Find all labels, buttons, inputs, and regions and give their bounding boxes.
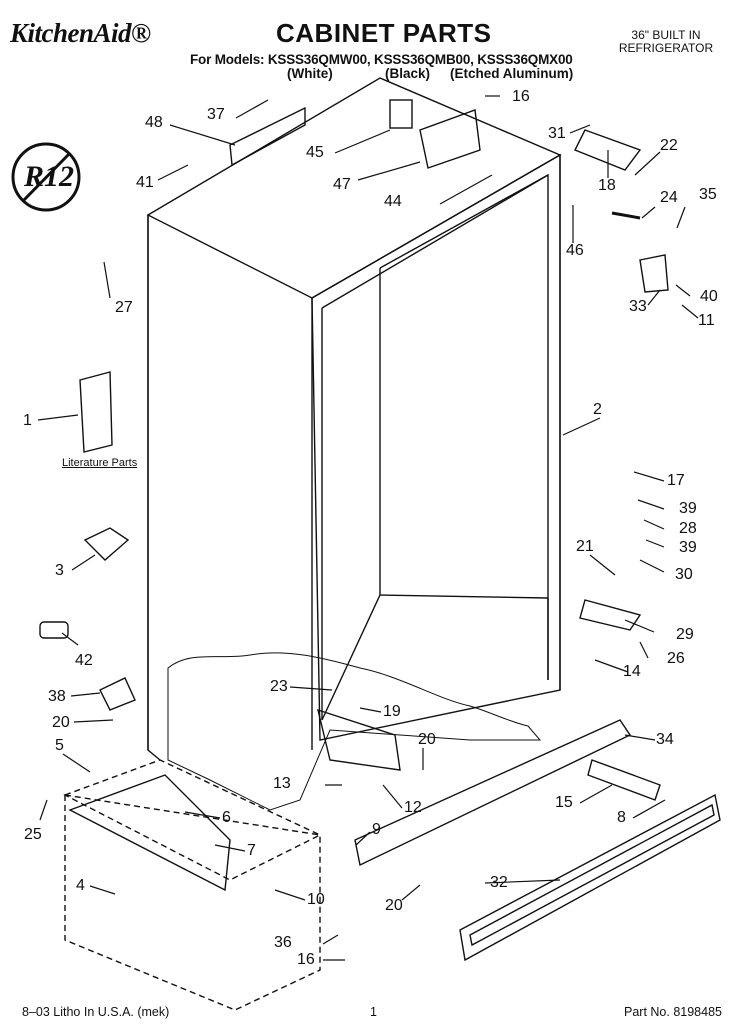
callout-16b: 16 [297,951,315,968]
grille-34 [354,719,632,867]
callout-44: 44 [384,193,402,210]
hinge-29 [579,599,642,631]
callout-35: 35 [699,186,717,203]
callout-20b: 20 [418,731,436,748]
callout-14: 14 [623,663,641,680]
hinge-plate-top [574,129,642,171]
callout-32: 32 [490,874,508,891]
callout-45: 45 [306,144,324,161]
callout-11: 11 [698,312,715,329]
callout-18: 18 [598,177,616,194]
callout-24: 24 [660,189,678,206]
variant-white: (White) [287,66,333,81]
callout-17: 17 [667,472,685,489]
callout-33: 33 [629,298,647,315]
callout-12: 12 [404,799,422,816]
callout-4: 4 [76,877,85,894]
callout-1: 1 [23,412,32,429]
variant-aluminum: (Etched Aluminum) [450,66,574,81]
base-frame-5 [63,759,322,881]
variant-black: (Black) [385,66,431,81]
bracket-33 [639,254,669,293]
callout-3: 3 [55,562,64,579]
callout-28: 28 [679,520,697,537]
kickplate-32 [459,793,721,962]
callout-7: 7 [247,842,256,859]
callout-40: 40 [700,288,718,305]
duct-12 [317,708,401,771]
callout-2: 2 [593,401,602,418]
callout-20a: 20 [52,714,70,731]
page-title: CABINET PARTS [276,18,492,48]
callout-46: 46 [566,242,584,259]
product-type-line1: 36" BUILT IN [631,28,701,42]
clip-3 [83,527,130,561]
callout-16a: 16 [512,88,530,105]
footer-part-number: Part No. 8198485 [624,1005,722,1019]
callout-41: 41 [136,174,154,191]
callout-22: 22 [660,137,678,154]
models-line: For Models: KSSS36QMW00, KSSS36QMB00, KS… [190,52,573,67]
callout-6: 6 [222,809,231,826]
callout-42: 42 [75,652,93,669]
callout-39b: 39 [679,539,697,556]
literature-booklet [79,371,113,453]
callout-36: 36 [274,934,292,951]
cabinet-shell [146,77,562,761]
callout-13: 13 [273,775,291,792]
literature-parts-label: Literature Parts [62,457,138,469]
callout-23: 23 [270,678,288,695]
callout-48: 48 [145,114,163,131]
callout-15: 15 [555,794,573,811]
callout-26: 26 [667,650,685,667]
callout-21: 21 [576,538,594,555]
callout-27: 27 [115,299,133,316]
footer-page-number: 1 [370,1005,377,1019]
no-r12-badge-icon [11,142,81,212]
callout-37: 37 [207,106,225,123]
callout-19: 19 [383,703,401,720]
callout-47: 47 [333,176,351,193]
callout-39a: 39 [679,500,697,517]
callout-9: 9 [372,821,381,838]
callout-29: 29 [676,626,694,643]
callout-5: 5 [55,737,64,754]
callout-30: 30 [675,566,693,583]
footer-litho: 8–03 Litho In U.S.A. (mek) [22,1005,170,1019]
brand-logo: KitchenAid® [10,18,151,48]
panel-48 [229,106,306,167]
spring-24 [611,211,641,220]
product-type: 36" BUILT IN REFRIGERATOR [606,29,726,55]
callout-38: 38 [48,688,66,705]
bracket-47 [419,109,481,169]
callout-8: 8 [617,809,626,826]
bracket-38 [99,677,136,711]
callout-20c: 20 [385,897,403,914]
product-type-line2: REFRIGERATOR [618,41,714,55]
r12-badge-text: R12 [24,160,75,193]
tube-15 [587,759,661,801]
frame-rail [68,774,231,892]
callout-10: 10 [307,891,325,908]
bracket-45 [389,99,413,129]
part-42 [39,621,69,639]
callout-31: 31 [548,125,566,142]
callout-25: 25 [24,826,42,843]
callout-34: 34 [656,731,674,748]
